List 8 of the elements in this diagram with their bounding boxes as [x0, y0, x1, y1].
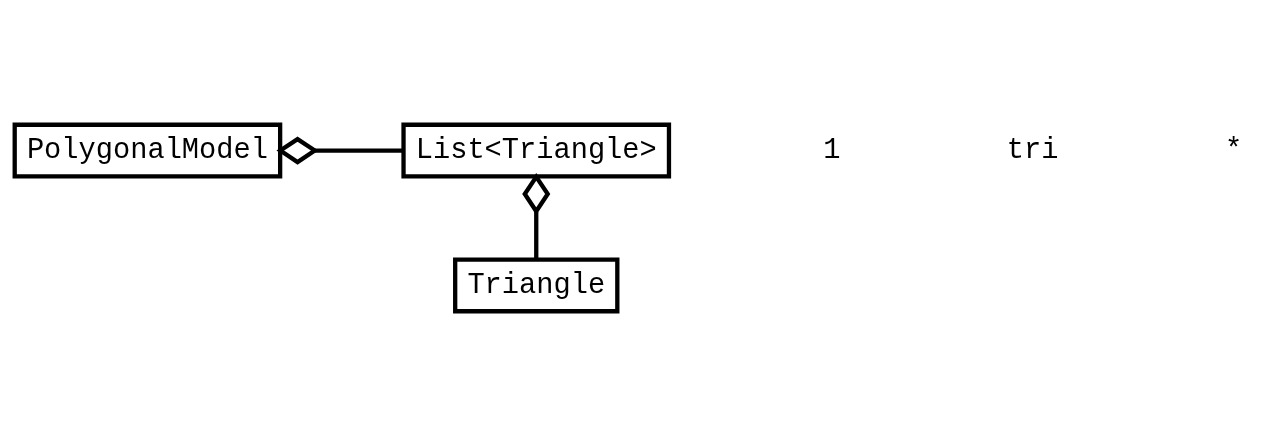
- label: tri: [1006, 133, 1059, 167]
- node-box: List<Triangle>: [401, 122, 672, 179]
- connector: [522, 172, 551, 259]
- node-box: PolygonalModel: [12, 122, 283, 179]
- label: *: [1224, 133, 1243, 167]
- node-box: Triangle: [453, 256, 620, 313]
- connector: [276, 136, 404, 165]
- label: 1: [823, 133, 841, 167]
